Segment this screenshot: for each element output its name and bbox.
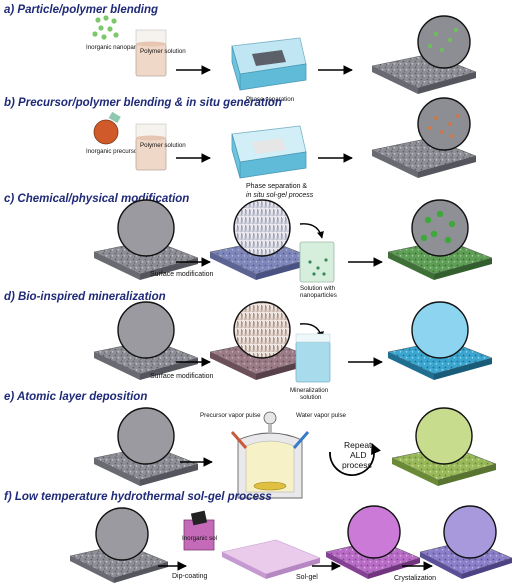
panel-e-title: e) Atomic layer deposition [4, 391, 147, 403]
solution-label-c1: Solution with [300, 285, 336, 292]
repeat-label-1: Repeat [344, 440, 372, 450]
membrane-c2-icon [209, 199, 315, 280]
nanoparticle-beaker-icon [299, 241, 335, 283]
sol-container-icon [183, 510, 215, 551]
surface-modification-label-d: Surface modification [150, 373, 214, 380]
membrane-c1-icon [93, 199, 199, 280]
dip-coating-label: Dip-coating [172, 573, 208, 580]
membrane-f2-icon [221, 539, 321, 579]
membrane-e1-icon [93, 407, 199, 486]
inorganic-sol-label: Inorganic sol [182, 535, 217, 542]
precursor-pulse-label: Precursor vapor pulse [200, 412, 261, 419]
panel-c-title: c) Chemical/physical modification [4, 193, 189, 205]
phase-separation-label-b1: Phase separation & [246, 183, 307, 190]
water-bath-icon [231, 37, 307, 91]
repeat-cycle-icon [329, 443, 381, 476]
panel-a-title: a) Particle/polymer blending [4, 4, 158, 16]
nanoparticles-icon [92, 15, 119, 40]
membrane-f1-icon [69, 507, 169, 583]
panel-f: f) Low temperature hydrothermal sol-gel … [4, 491, 513, 583]
membrane-c3-icon [387, 199, 493, 280]
membrane-a-icon [371, 15, 477, 94]
panel-d-title: d) Bio-inspired mineralization [4, 291, 166, 303]
mineralization-beaker-icon [295, 333, 331, 383]
ald-chamber-icon [230, 411, 310, 499]
membrane-d3-icon [387, 301, 493, 380]
water-pulse-label: Water vapor pulse [296, 412, 347, 419]
mineralization-label-d1: Mineralization [290, 387, 329, 394]
membrane-f3-icon [325, 505, 421, 579]
water-bath-b-icon [231, 125, 307, 179]
precursor-flask-icon [93, 111, 121, 145]
repeat-label-2: ALD [350, 450, 367, 460]
membrane-b-icon [371, 97, 477, 178]
panel-f-title: f) Low temperature hydrothermal sol-gel … [4, 491, 272, 503]
membrane-e2-icon [391, 407, 497, 486]
crystalization-label: Crystalization [394, 575, 436, 582]
mineralization-label-d2: solution [300, 394, 322, 401]
panel-c: c) Chemical/physical modification Surfac… [4, 193, 493, 299]
panel-e: e) Atomic layer deposition Precursor vap… [4, 391, 497, 499]
phase-separation-label-b2: in situ sol-gel process [246, 192, 314, 199]
panel-d: d) Bio-inspired mineralization Surface m… [4, 291, 493, 401]
nanoparticles-label: Inorganic nanoparticles [86, 44, 150, 51]
solution-label-c2: nanoparticles [300, 292, 337, 299]
panel-a: a) Particle/polymer blending Inorganic n… [4, 4, 477, 103]
sol-gel-label: Sol-gel [296, 574, 318, 581]
membrane-f4-icon [419, 505, 513, 579]
surface-modification-label-c: Surface modification [150, 271, 214, 278]
membrane-d1-icon [93, 301, 199, 380]
arrow-c-curve [299, 223, 324, 239]
phase-separation-label-a: Phase separation [246, 96, 295, 103]
panel-b: b) Precursor/polymer blending & in situ … [4, 97, 477, 199]
polymer-beaker-b-icon [135, 123, 167, 171]
repeat-label-3: process [342, 460, 372, 470]
polymer-beaker-icon [135, 29, 167, 77]
polymer-label-b: Polymer solution [140, 142, 186, 149]
precursor-label: Inorganic precursor [86, 148, 139, 155]
panel-b-title: b) Precursor/polymer blending & in situ … [4, 97, 282, 109]
polymer-label-a: Polymer solution [140, 48, 186, 55]
